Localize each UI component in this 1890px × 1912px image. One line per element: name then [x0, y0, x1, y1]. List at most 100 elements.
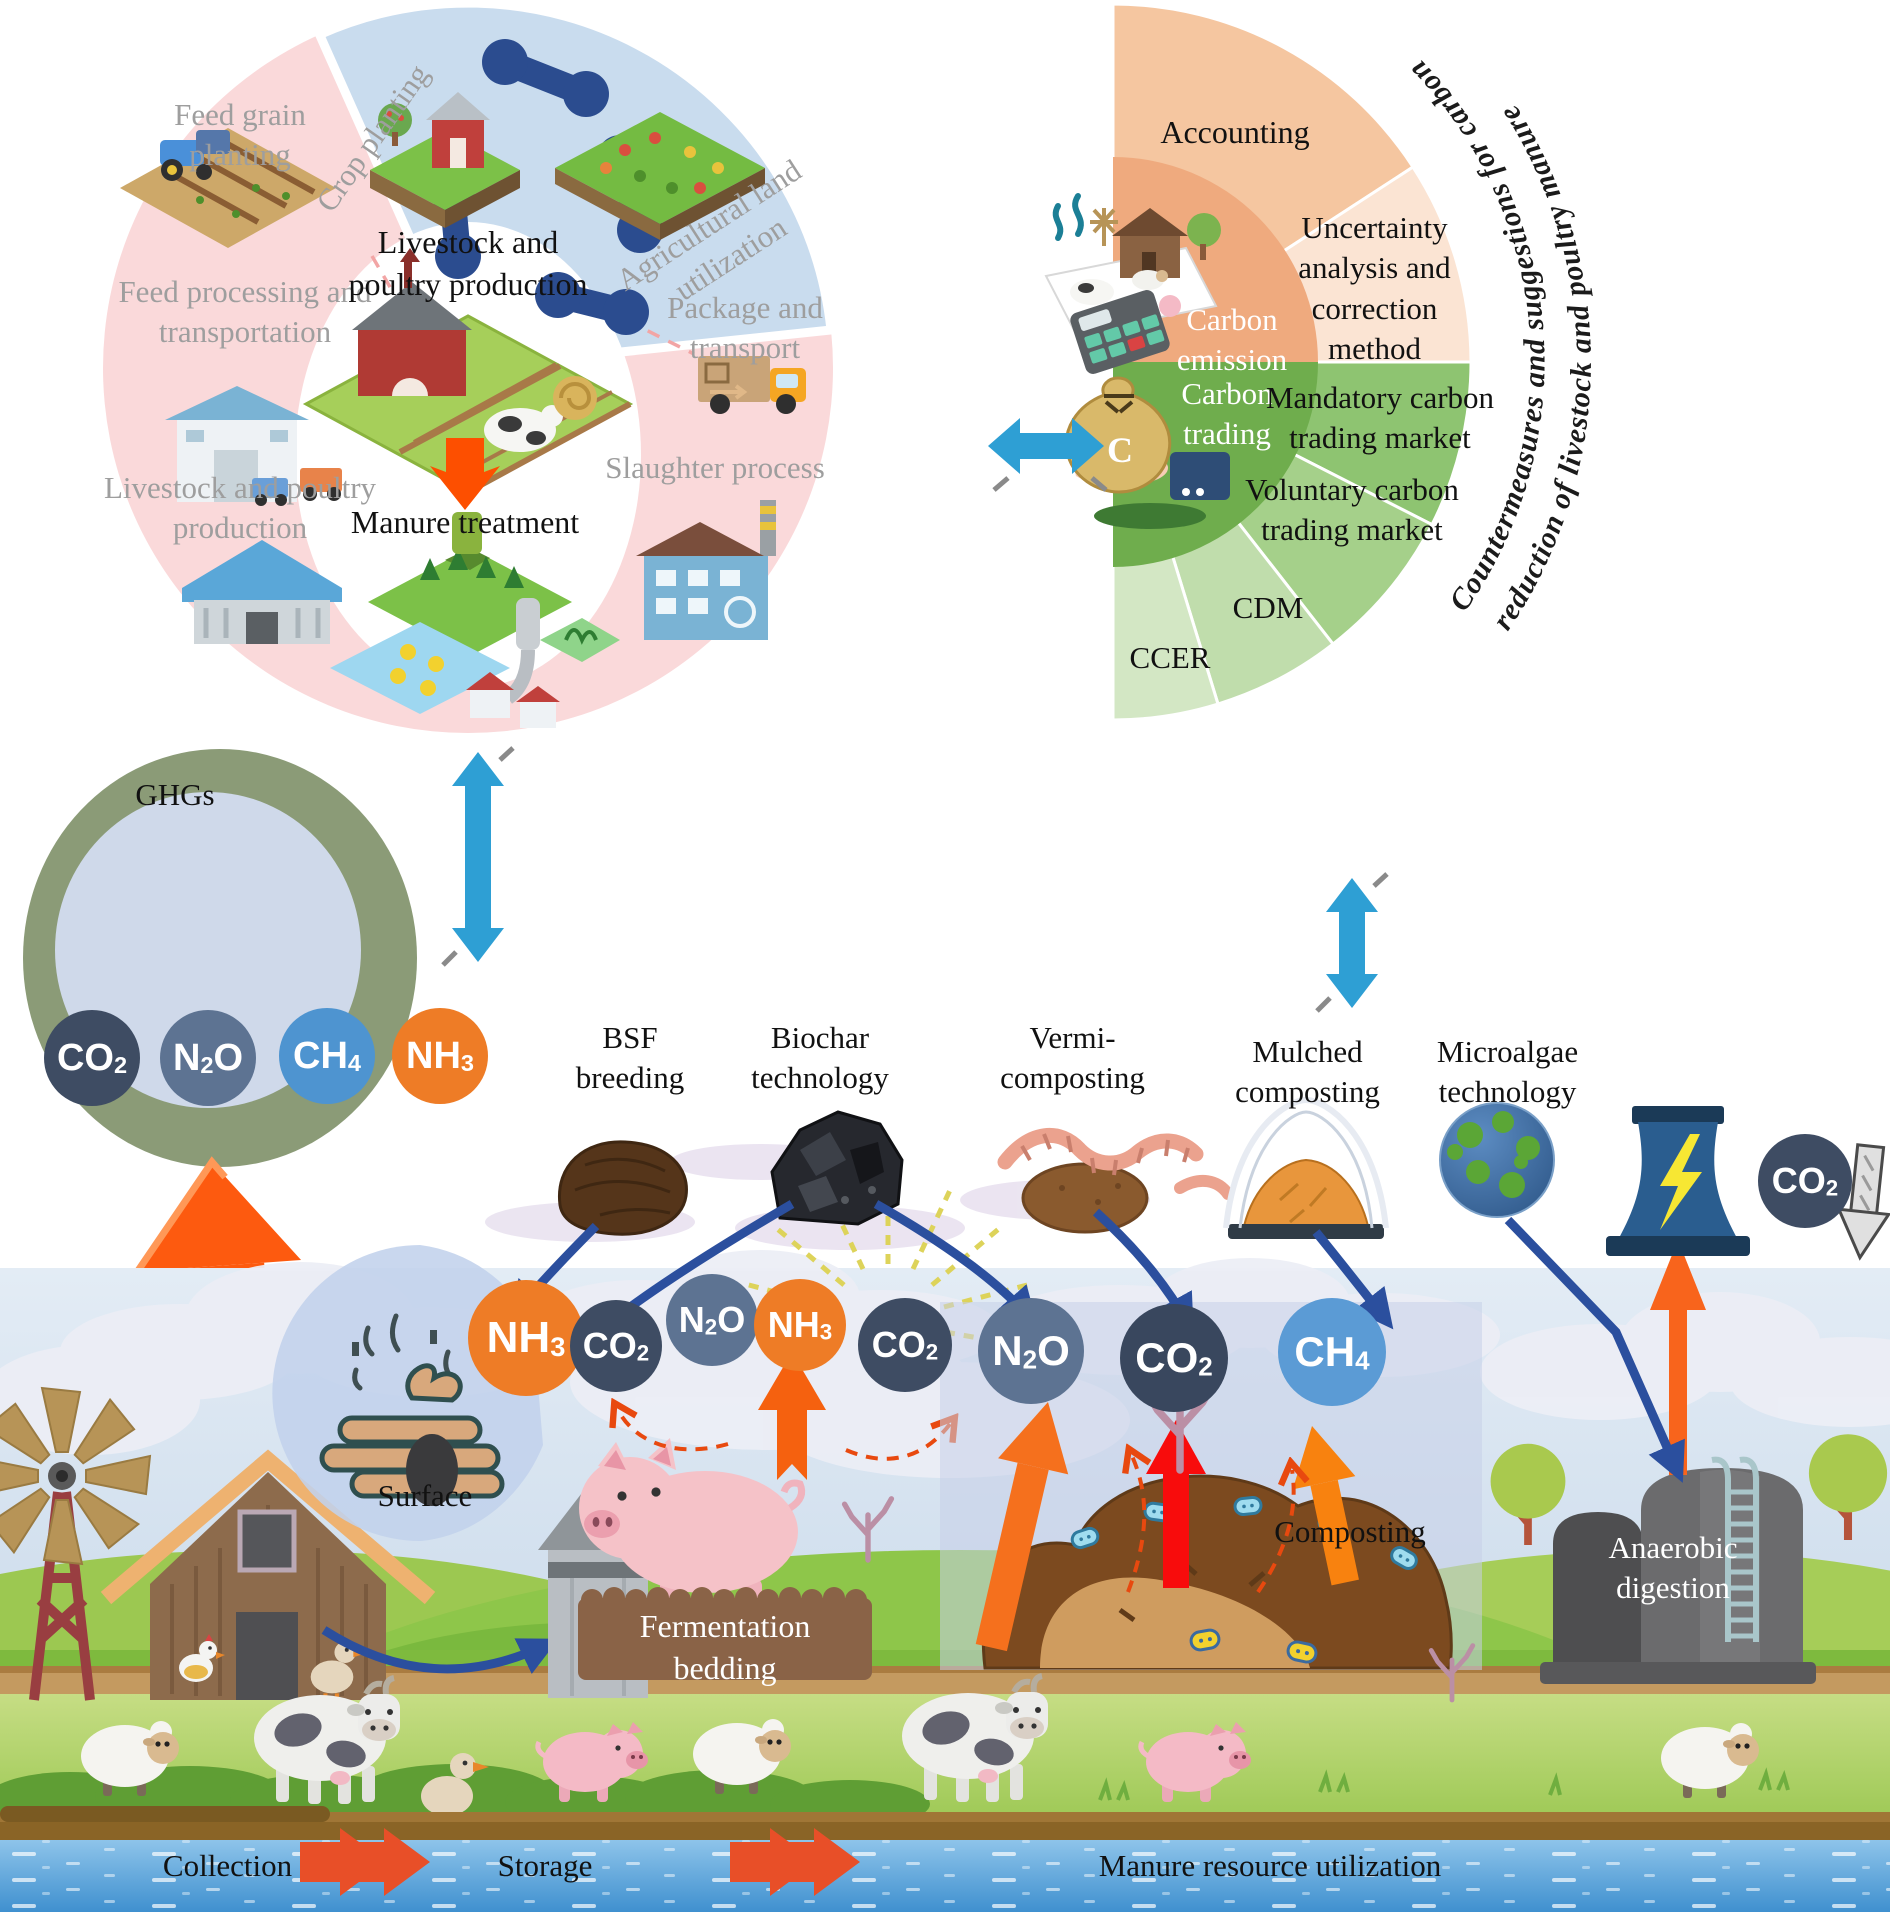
lifecycle-wheel — [103, 0, 836, 733]
livestock-building-icon — [182, 540, 342, 644]
gas-sub: 4 — [347, 1049, 361, 1076]
gas-text: CO — [56, 1037, 114, 1079]
label-storage: Storage — [497, 1848, 593, 1883]
label-surface: Surface — [377, 1478, 473, 1513]
anaerobic-digester — [1540, 1456, 1816, 1684]
accounting-icon — [1044, 193, 1221, 374]
label-feed-processing: Feed processing and transportation — [118, 274, 372, 350]
label-voluntary-market: Voluntary carbon trading market — [1245, 472, 1459, 548]
gas-sub: 2 — [113, 1051, 128, 1078]
label-anaerobic: Anaerobic digestion — [1608, 1530, 1738, 1606]
gas-sub: 2 — [925, 1339, 939, 1365]
fermentation-pig — [579, 1438, 806, 1622]
label-cdm: CDM — [1232, 590, 1304, 625]
gas-text: N — [678, 1299, 705, 1340]
label-slaughter: Slaughter process — [605, 450, 825, 485]
tractor-field-icon — [120, 128, 336, 248]
pig-emission-arrow — [758, 1352, 826, 1480]
label-mandatory-market: Mandatory carbon trading market — [1265, 380, 1495, 456]
microbes — [1070, 1495, 1418, 1664]
right-vertical-double-arrow — [1326, 878, 1378, 1008]
gas-text: N — [992, 1327, 1023, 1374]
label-fermentation: Fermentation bedding — [639, 1608, 811, 1686]
barn-platform-icon — [370, 92, 520, 228]
grass-tufts — [1098, 1767, 1790, 1801]
dashed-arrow — [618, 1410, 729, 1452]
label-collection: Collection — [162, 1848, 293, 1883]
gas-sub: 3 — [550, 1331, 566, 1363]
manure-down-arrow — [430, 438, 500, 510]
biochar-icon — [770, 1110, 904, 1226]
barn-to-storage-arrow — [321, 1626, 559, 1674]
label-package-transport: Package and transport — [667, 290, 823, 366]
co2-reduction-sketch-arrow — [1836, 1143, 1890, 1261]
gas-sub: 2 — [1022, 1344, 1038, 1375]
gas-text: NH — [486, 1313, 551, 1362]
flow-arrows — [300, 1828, 860, 1896]
label-carbon-trading: Carbon trading — [1181, 376, 1273, 452]
slaughter-factory-icon — [636, 500, 776, 640]
vermicomposting-icon — [997, 1127, 1234, 1234]
carbon-trading-icon: C — [1064, 376, 1230, 529]
horizontal-double-arrow — [988, 418, 1104, 474]
manure-pile-icon — [319, 1313, 505, 1506]
compost-arrow-orange-left — [975, 1402, 1069, 1652]
bsf-manure-icon — [557, 1140, 688, 1236]
power-plant-icon — [1606, 1106, 1750, 1256]
chicken — [179, 1634, 225, 1682]
gas-text: CO — [871, 1324, 926, 1365]
label-microalgae: Microalgae technology — [1436, 1034, 1579, 1110]
label-composting: Composting — [1274, 1514, 1426, 1549]
label-livestock-ring: Livestock and poultry production — [103, 470, 377, 546]
foreground — [0, 1676, 1890, 1912]
label-accounting: Accounting — [1160, 114, 1310, 150]
crops-icon — [555, 112, 765, 240]
gas-text: CO — [582, 1325, 637, 1366]
mulched-composting-icon — [1223, 1096, 1389, 1239]
gas-sub: 2 — [1198, 1351, 1213, 1382]
connector-arrows — [441, 418, 1389, 1013]
gas-sub: 2 — [704, 1314, 718, 1340]
label-vermi: Vermi-composting — [1000, 1020, 1145, 1096]
digester-to-plant-arrow — [1650, 1240, 1706, 1475]
label-biochar: Biochar technology — [751, 1020, 889, 1096]
gas-sub: 3 — [460, 1049, 474, 1076]
label-carbon-emission: Carbon emission — [1176, 302, 1288, 378]
label-ghgs-title: GHGs — [135, 777, 215, 812]
gas-text: NH — [767, 1304, 820, 1345]
warehouse-icon — [165, 386, 342, 506]
gas-text: O — [717, 1299, 746, 1340]
gas-sub: 3 — [819, 1319, 833, 1345]
left-vertical-double-arrow — [452, 752, 504, 962]
gas-text: CO — [1135, 1334, 1199, 1381]
gas-sub: 2 — [200, 1051, 214, 1078]
gas-sub: 4 — [1355, 1345, 1370, 1376]
money-bag-letter: C — [1107, 430, 1133, 470]
gas-text: CH — [1294, 1328, 1356, 1375]
center-barn-icon — [302, 248, 634, 495]
label-bsf: BSF breeding — [575, 1020, 685, 1096]
dashed-arrow — [1128, 1456, 1144, 1593]
microalgae-icon — [1439, 1102, 1555, 1218]
dashed-arrow — [1256, 1470, 1294, 1594]
windmill — [0, 1386, 152, 1701]
compost-arrow-red — [1146, 1420, 1206, 1588]
gas-text: NH — [406, 1035, 461, 1077]
label-uncertainty: Uncertainty analysis and correction meth… — [1298, 210, 1451, 366]
label-feed-grain: Feed grain planting — [174, 97, 306, 173]
barn — [100, 1449, 436, 1702]
package-truck-icon — [698, 356, 806, 414]
gas-sub: 2 — [1825, 1175, 1839, 1201]
